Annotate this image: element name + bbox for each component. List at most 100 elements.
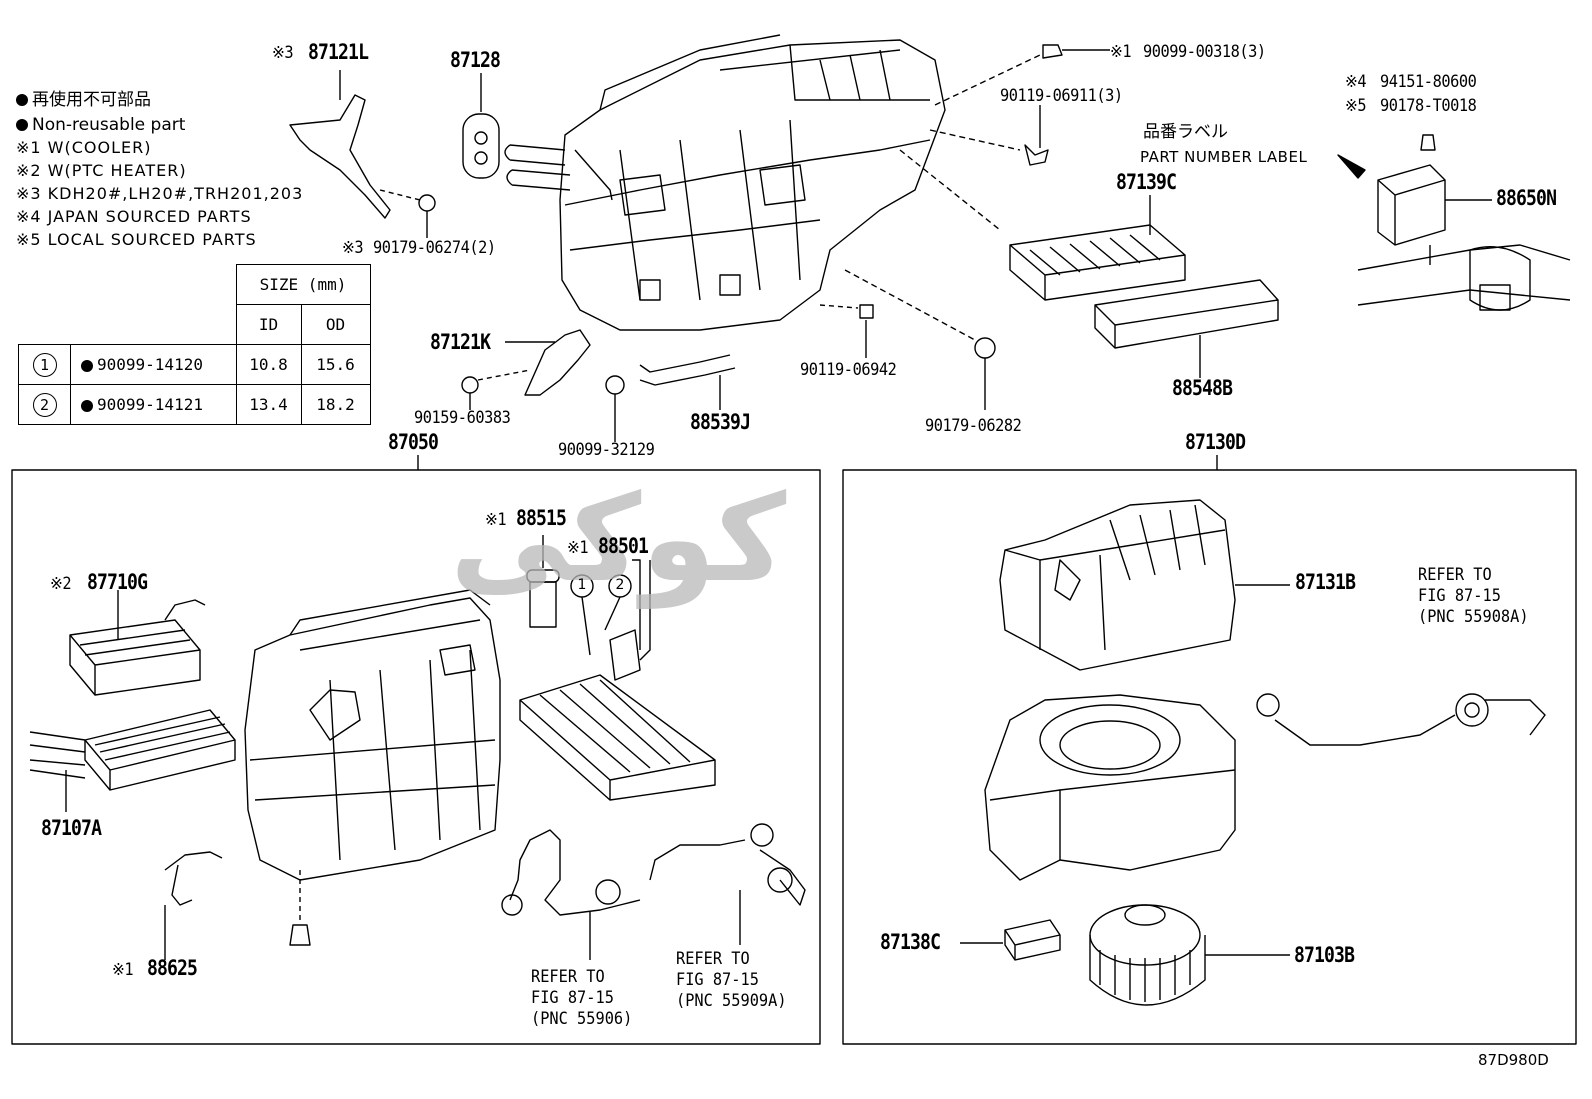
part-90119-06942[interactable]: 90119-06942	[800, 360, 897, 380]
part-number: 90099-14120	[97, 355, 203, 374]
module-88650N-drawing	[1337, 134, 1571, 311]
legend-line-1: 再使用不可部品	[16, 92, 151, 109]
mark-88515: ※1	[485, 510, 507, 530]
part-number-label-jp: 品番ラベル	[1143, 122, 1228, 142]
part-88650N[interactable]: 88650N	[1496, 186, 1557, 210]
part-87121K[interactable]: 87121K	[430, 330, 491, 354]
od-value: 18.2	[300, 384, 371, 425]
cover-88548B-drawing	[1094, 279, 1279, 378]
assembly-87130D-box	[842, 469, 1577, 1045]
mark-87121L: ※3	[272, 43, 294, 63]
sensor-88625-drawing	[164, 851, 223, 906]
part-87128[interactable]: 87128	[450, 48, 501, 72]
part-90099-00318[interactable]: 90099-00318(3)	[1143, 42, 1266, 62]
legend-line-4: ※2 W(PTC HEATER)	[16, 161, 187, 180]
part-90179-06282[interactable]: 90179-06282	[925, 416, 1022, 436]
table-row: 2 90099-14121 13.4 18.2	[18, 384, 371, 425]
part-87710G[interactable]: 87710G	[87, 570, 148, 594]
screw-90119-06942-drawing	[859, 304, 874, 319]
grommet-87128-drawing	[462, 113, 500, 179]
blower-case-upper-87131B-drawing	[999, 499, 1290, 671]
size-header: SIZE (mm)	[235, 264, 371, 305]
expansion-valve-88515-drawing	[526, 535, 560, 628]
bullet-icon	[81, 399, 93, 412]
wire-harness-55908A-drawing	[1274, 699, 1546, 746]
part-87103B[interactable]: 87103B	[1294, 943, 1355, 967]
legend-line-6: ※4 JAPAN SOURCED PARTS	[16, 207, 252, 226]
nut-90099-32129-drawing	[605, 375, 625, 395]
mark-87710G: ※2	[50, 574, 72, 594]
mark-94151: ※4	[1345, 72, 1367, 92]
part-number: 90099-14121	[97, 395, 203, 414]
part-number-label-en: PART NUMBER LABEL	[1140, 148, 1308, 166]
row-index: 2	[32, 392, 57, 417]
bracket-87121L-drawing	[289, 94, 391, 219]
refer-to-fig-55908A[interactable]: REFER TO FIG 87-15 (PNC 55908A)	[1418, 565, 1529, 627]
part-90099-32129[interactable]: 90099-32129	[558, 440, 655, 460]
blower-case-lower-drawing	[984, 694, 1236, 881]
col-id-header: ID	[235, 304, 302, 345]
part-87130D[interactable]: 87130D	[1185, 430, 1246, 454]
bullet-icon	[16, 94, 28, 106]
wire-harness-55906-drawing	[509, 829, 641, 916]
bracket-87121K-drawing	[524, 329, 591, 396]
row-index: 1	[32, 352, 57, 377]
screw-90159-drawing	[461, 376, 479, 394]
legend-line-7: ※5 LOCAL SOURCED PARTS	[16, 230, 257, 249]
hose-88539J-drawing	[639, 354, 736, 386]
col-od-header: OD	[300, 304, 371, 345]
part-94151-80600[interactable]: 94151-80600	[1380, 72, 1477, 92]
circle-2-label: 2	[615, 577, 625, 593]
table-row: 1 90099-14120 10.8 15.6	[18, 344, 371, 385]
part-87138C[interactable]: 87138C	[880, 930, 941, 954]
assembly-87050-box	[11, 469, 821, 1045]
part-88501[interactable]: 88501	[598, 534, 649, 558]
evaporator-88501-drawing	[519, 559, 716, 801]
legend-line-3: ※1 W(COOLER)	[16, 138, 152, 157]
heater-core-87107A-drawing	[29, 709, 236, 812]
part-87131B[interactable]: 87131B	[1295, 570, 1356, 594]
arrow-icon	[1337, 154, 1366, 179]
screw-90099-00318-drawing	[1042, 44, 1063, 59]
nut-90179-06282-drawing	[974, 337, 996, 359]
part-88548B[interactable]: 88548B	[1172, 376, 1233, 400]
air-filter-87139C-drawing	[1009, 195, 1186, 301]
part-90119-06911[interactable]: 90119-06911(3)	[1000, 86, 1123, 106]
watermark: کوکی	[450, 470, 787, 609]
part-90179-06274[interactable]: 90179-06274(2)	[373, 238, 496, 258]
mark-90179-06274: ※3	[342, 238, 364, 258]
screw-drawing	[289, 924, 311, 946]
part-88515[interactable]: 88515	[516, 506, 567, 530]
legend-line-5: ※3 KDH20#,LH20#,TRH201,203	[16, 184, 304, 203]
hvac-unit-top-drawing	[504, 34, 946, 331]
hose-size-table: SIZE (mm) ID OD 1 90099-14120 10.8 15.6 …	[18, 264, 371, 425]
mark-90099-00318: ※1	[1110, 42, 1132, 62]
ptc-heater-87710G-drawing	[69, 590, 206, 696]
blower-motor-87103B-drawing	[1089, 904, 1290, 1006]
part-88625[interactable]: 88625	[147, 956, 198, 980]
refer-to-fig-55909A[interactable]: REFER TO FIG 87-15 (PNC 55909A)	[676, 949, 787, 1011]
bullet-icon	[16, 119, 28, 131]
hvac-unit-assembly-drawing	[244, 589, 501, 946]
mark-90178: ※5	[1345, 96, 1367, 116]
part-87139C[interactable]: 87139C	[1116, 170, 1177, 194]
diagram-code: 87D980D	[1478, 1051, 1549, 1069]
mark-88625: ※1	[112, 960, 134, 980]
od-value: 15.6	[300, 344, 371, 385]
part-87121L[interactable]: 87121L	[308, 40, 369, 64]
screw-90119-06911-drawing	[1024, 144, 1049, 166]
part-87050[interactable]: 87050	[388, 430, 439, 454]
legend-line-2: Non-reusable part	[16, 117, 185, 134]
part-88539J[interactable]: 88539J	[690, 410, 751, 434]
mark-88501: ※1	[567, 538, 589, 558]
id-value: 13.4	[235, 384, 302, 425]
part-87107A[interactable]: 87107A	[41, 816, 102, 840]
resistor-87138C-drawing	[960, 919, 1061, 961]
bullet-icon	[81, 359, 93, 372]
refer-to-fig-55906[interactable]: REFER TO FIG 87-15 (PNC 55906)	[531, 967, 633, 1029]
id-value: 10.8	[235, 344, 302, 385]
part-90178-T0018[interactable]: 90178-T0018	[1380, 96, 1477, 116]
part-90159-60383[interactable]: 90159-60383	[414, 408, 511, 428]
wire-harness-55909A-drawing	[649, 839, 806, 906]
